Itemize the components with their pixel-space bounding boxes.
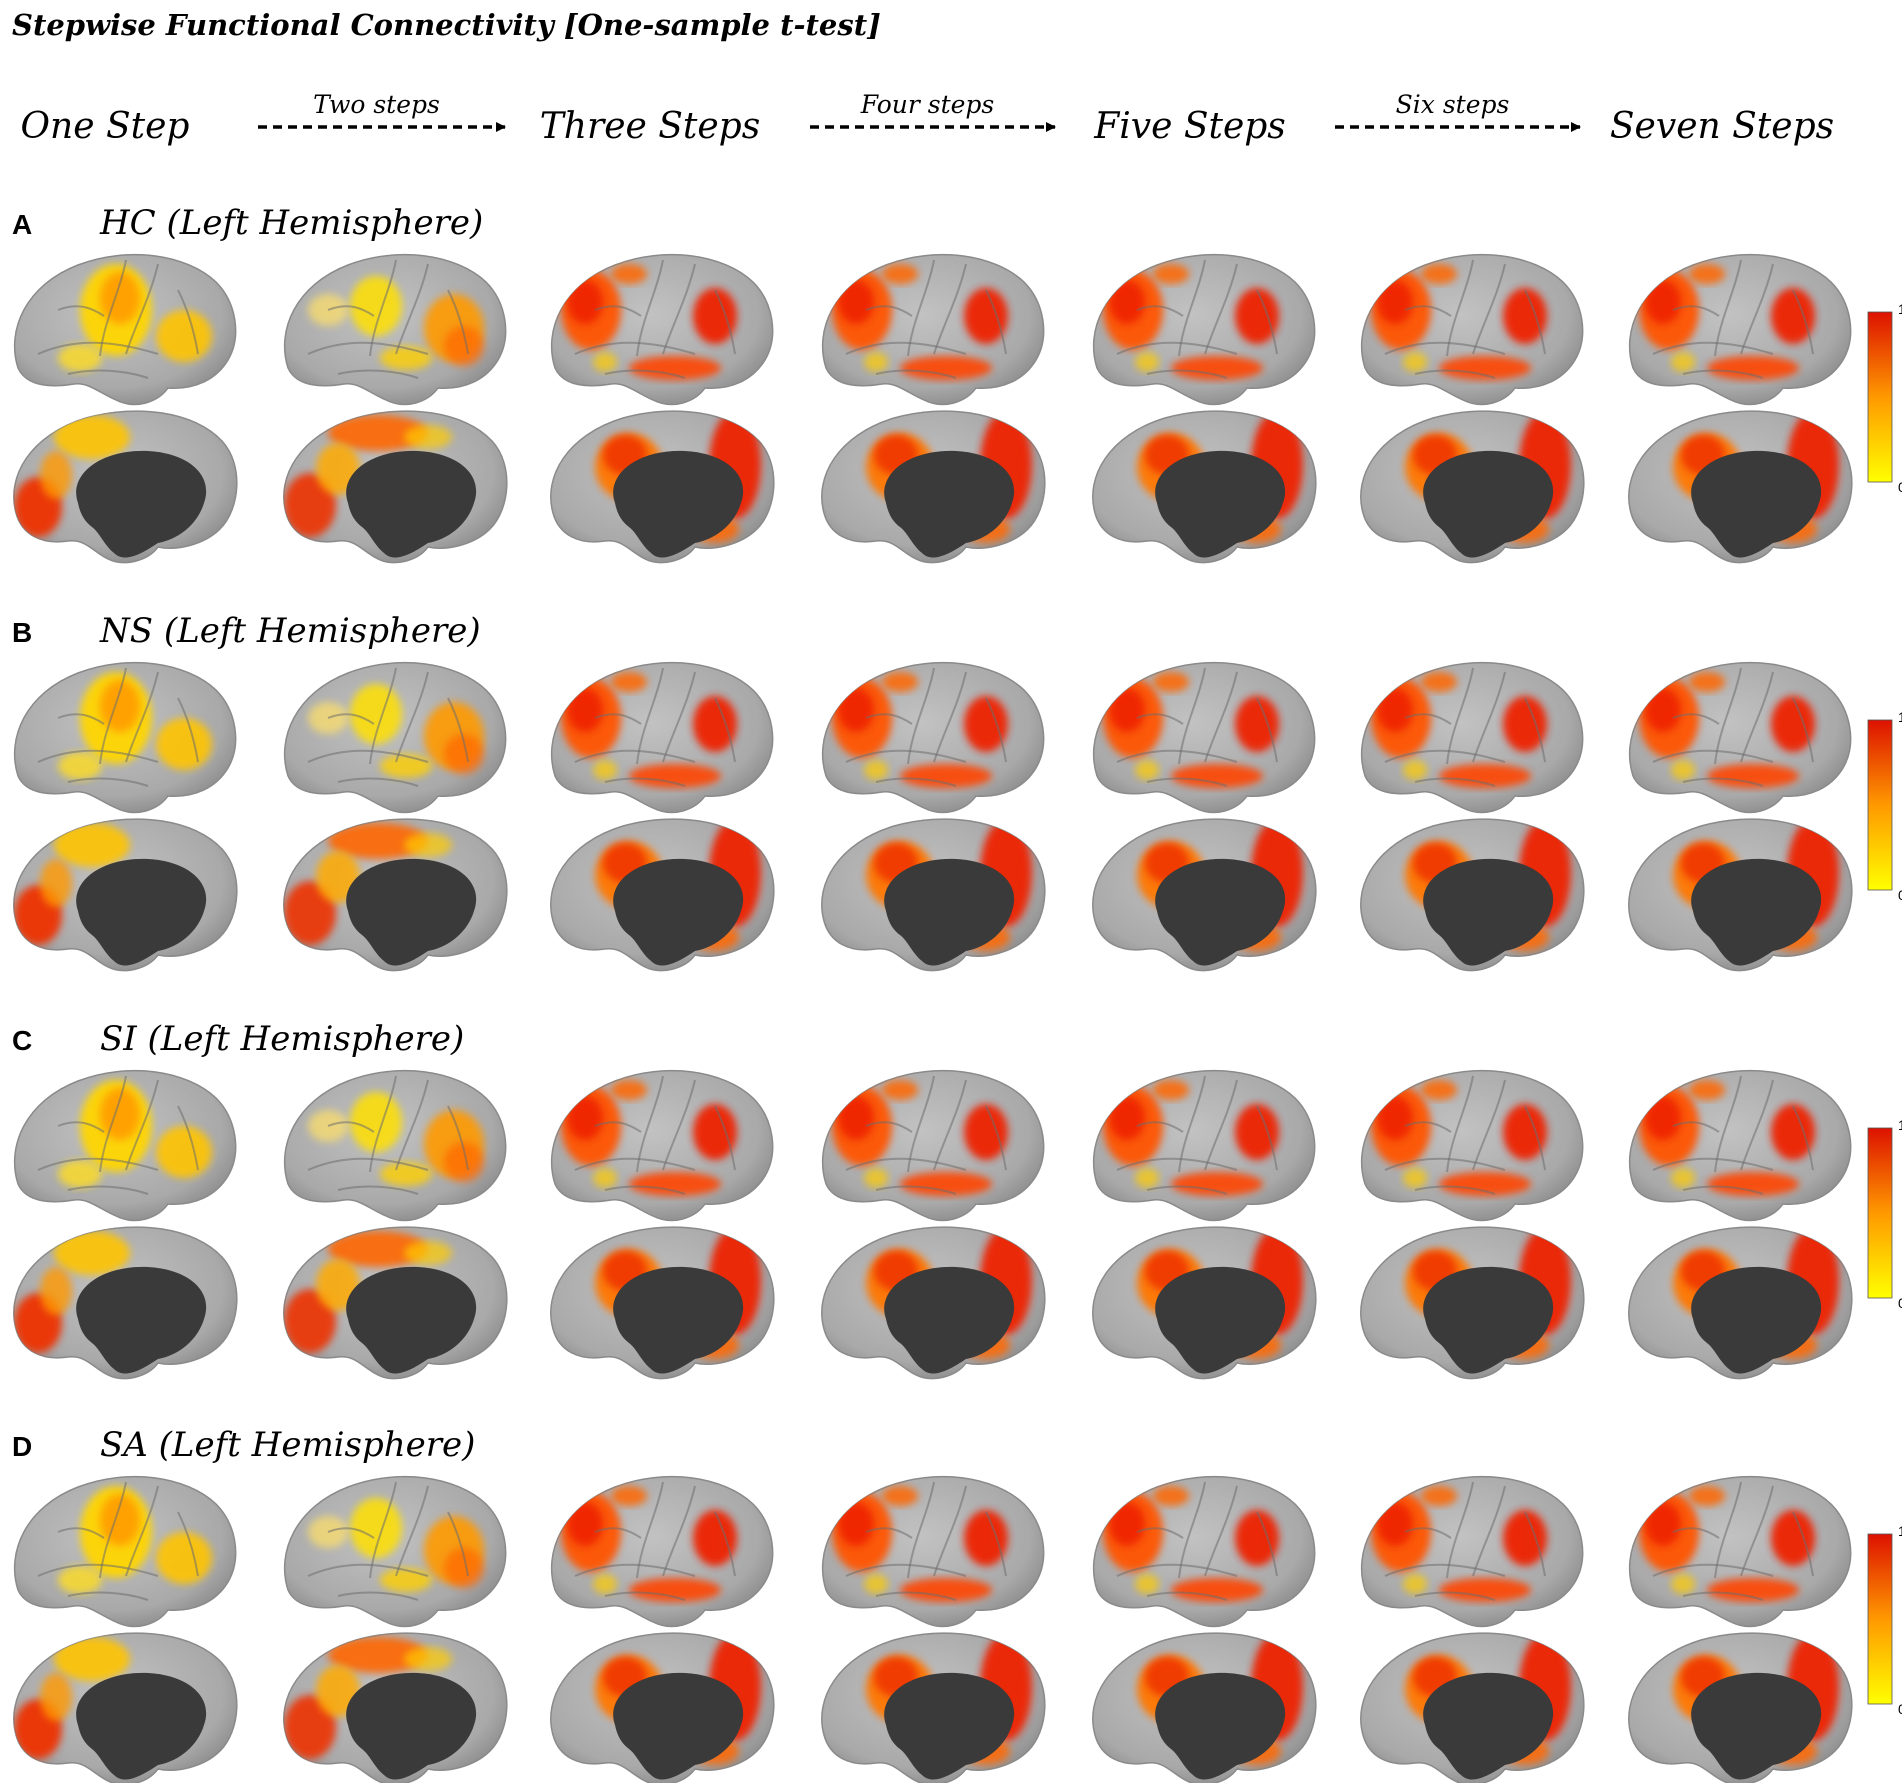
- brain-medial: [550, 1632, 775, 1783]
- brain-lateral: [821, 1475, 1045, 1628]
- brain-medial: [821, 1226, 1046, 1380]
- panel-d: DSA (Left Hemisphere)10Normalized SFC: [12, 1425, 1902, 1783]
- brain-lateral: [1092, 253, 1316, 406]
- brain-lateral: [821, 253, 1045, 406]
- brain-lateral: [1628, 1069, 1852, 1222]
- brain-medial: [13, 1632, 238, 1783]
- brain-lateral: [1628, 1475, 1852, 1628]
- transition-label: Six steps: [1396, 90, 1510, 119]
- colorbar: 10Normalized SFC: [1867, 301, 1902, 495]
- brain-lateral: [1360, 253, 1584, 406]
- brain-lateral: [1092, 1475, 1316, 1628]
- brain-medial: [1628, 410, 1853, 564]
- brain-lateral: [13, 253, 237, 406]
- panel-label: HC (Left Hemisphere): [99, 203, 483, 243]
- brain-medial: [821, 818, 1046, 972]
- stage-label: Seven Steps: [1610, 106, 1834, 147]
- brain-medial: [821, 1632, 1046, 1783]
- panel-b: BNS (Left Hemisphere)10Normalized SFC: [12, 611, 1902, 972]
- brain-medial: [283, 818, 508, 972]
- brain-lateral: [1092, 661, 1316, 814]
- brain-medial: [283, 410, 508, 564]
- brain-medial: [550, 1226, 775, 1380]
- brain-medial: [550, 818, 775, 972]
- panel-c: CSI (Left Hemisphere)10Normalized SFC: [12, 1019, 1902, 1380]
- brain-medial: [1628, 818, 1853, 972]
- colorbar: 10Normalized SFC: [1867, 1117, 1902, 1311]
- panel-label: SA (Left Hemisphere): [100, 1425, 475, 1465]
- brain-medial: [1360, 410, 1585, 564]
- brain-medial: [13, 1226, 238, 1380]
- panel-label: NS (Left Hemisphere): [99, 611, 481, 651]
- panel-letter: B: [12, 617, 32, 648]
- brain-lateral: [1092, 1069, 1316, 1222]
- colorbar-max-label: 1: [1898, 1117, 1902, 1133]
- brain-medial: [1092, 1632, 1317, 1783]
- brain-medial: [1628, 1632, 1853, 1783]
- brain-lateral: [283, 253, 507, 406]
- colorbar-min-label: 0: [1898, 479, 1902, 495]
- brain-lateral: [283, 1069, 507, 1222]
- brain-lateral: [283, 661, 507, 814]
- brain-lateral: [550, 661, 774, 814]
- brain-lateral: [1360, 1069, 1584, 1222]
- brain-medial: [1360, 1226, 1585, 1380]
- brain-lateral: [13, 1069, 237, 1222]
- brain-medial: [1360, 1632, 1585, 1783]
- brain-medial: [550, 410, 775, 564]
- panels: AHC (Left Hemisphere)10Normalized SFCBNS…: [12, 203, 1902, 1783]
- colorbar-max-label: 1: [1898, 301, 1902, 317]
- panel-label: SI (Left Hemisphere): [100, 1019, 464, 1059]
- colorbar-max-label: 1: [1898, 1523, 1902, 1539]
- brain-medial: [13, 818, 238, 972]
- brain-medial: [1092, 410, 1317, 564]
- brain-medial: [283, 1632, 508, 1783]
- brain-lateral: [13, 1475, 237, 1628]
- brain-lateral: [283, 1475, 507, 1628]
- stage-label: Three Steps: [540, 106, 760, 147]
- brain-lateral: [550, 1069, 774, 1222]
- brain-medial: [1092, 1226, 1317, 1380]
- panel-a: AHC (Left Hemisphere)10Normalized SFC: [12, 203, 1902, 564]
- brain-lateral: [1628, 661, 1852, 814]
- steps-header: One Step Three Steps Five Steps Seven Steps…: [21, 90, 1835, 147]
- panel-letter: A: [12, 209, 32, 240]
- transition-label: Two steps: [313, 90, 440, 119]
- transition-label: Four steps: [860, 90, 995, 119]
- colorbar: 10Normalized SFC: [1867, 1523, 1902, 1717]
- brain-medial: [1092, 818, 1317, 972]
- brain-lateral: [1360, 1475, 1584, 1628]
- stage-label: Five Steps: [1093, 106, 1286, 147]
- brain-lateral: [821, 661, 1045, 814]
- colorbar-min-label: 0: [1898, 1701, 1902, 1717]
- colorbar-max-label: 1: [1898, 709, 1902, 725]
- stage-label: One Step: [21, 106, 190, 147]
- panel-letter: D: [12, 1431, 32, 1462]
- brain-lateral: [821, 1069, 1045, 1222]
- brain-medial: [821, 410, 1046, 564]
- colorbar: 10Normalized SFC: [1867, 709, 1902, 903]
- figure-title: Stepwise Functional Connectivity [One-sa…: [12, 8, 881, 42]
- panel-letter: C: [12, 1025, 32, 1056]
- brain-medial: [1628, 1226, 1853, 1380]
- brain-lateral: [1360, 661, 1584, 814]
- brain-lateral: [1628, 253, 1852, 406]
- colorbar-min-label: 0: [1898, 887, 1902, 903]
- brain-medial: [283, 1226, 508, 1380]
- brain-medial: [1360, 818, 1585, 972]
- brain-lateral: [13, 661, 237, 814]
- colorbar-min-label: 0: [1898, 1295, 1902, 1311]
- brain-lateral: [550, 253, 774, 406]
- brain-medial: [13, 410, 238, 564]
- brain-lateral: [550, 1475, 774, 1628]
